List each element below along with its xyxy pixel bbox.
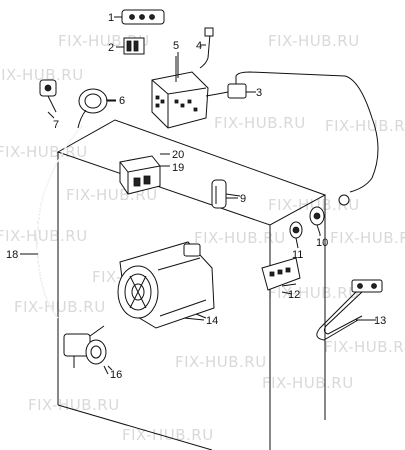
watermark: FIX-HUB.RU bbox=[0, 227, 88, 245]
part-fittings bbox=[289, 194, 350, 249]
callout-7: 7 bbox=[53, 119, 59, 131]
part-drain-pump bbox=[63, 325, 109, 375]
watermark: FIX-HUB.RU bbox=[194, 229, 286, 247]
watermark: FIX-HUB.RU bbox=[0, 66, 84, 84]
callout-10: 10 bbox=[316, 237, 328, 249]
callout-14: 14 bbox=[206, 315, 218, 327]
callout-1: 1 bbox=[108, 12, 114, 24]
watermark: FIX-HUB.RU bbox=[324, 338, 405, 356]
part-programmer-timer bbox=[151, 56, 209, 129]
callout-16: 16 bbox=[110, 369, 122, 381]
part-connector bbox=[116, 37, 145, 55]
watermark: FIX-HUB.RU bbox=[175, 353, 267, 371]
part-switch-block bbox=[114, 9, 165, 25]
part-suppressor-box bbox=[119, 153, 170, 195]
watermark: FIX-HUB.RU bbox=[28, 396, 120, 414]
callout-19: 19 bbox=[172, 162, 184, 174]
part-heating-element bbox=[316, 279, 383, 341]
callout-11: 11 bbox=[292, 249, 303, 261]
callout-2: 2 bbox=[108, 42, 114, 54]
part-motor bbox=[117, 241, 215, 329]
watermark: FIX-HUB.RU bbox=[14, 298, 106, 316]
part-valve bbox=[39, 79, 57, 113]
cabinet-outline bbox=[56, 119, 327, 450]
callout-12: 12 bbox=[288, 289, 300, 301]
callout-9: 9 bbox=[240, 193, 246, 205]
watermark: FIX-HUB.RU bbox=[0, 143, 88, 161]
part-terminal-board bbox=[261, 257, 301, 291]
watermark: FIX-HUB.RU bbox=[268, 196, 360, 214]
watermark: FIX-HUB.RU bbox=[122, 426, 214, 444]
watermark: FIX-HUB.RU bbox=[214, 114, 306, 132]
callout-6: 6 bbox=[119, 95, 125, 107]
leader-lines bbox=[47, 52, 321, 371]
callout-5: 5 bbox=[173, 40, 179, 52]
callout-18: 18 bbox=[6, 249, 18, 261]
part-hose bbox=[20, 125, 83, 319]
callout-13: 13 bbox=[374, 315, 386, 327]
callout-3: 3 bbox=[256, 87, 262, 99]
part-pressure-switch bbox=[77, 88, 116, 129]
watermark: FIX-HUB.RU bbox=[330, 229, 405, 247]
part-relay-with-cable bbox=[205, 71, 379, 193]
watermark: FIX-HUB.RU bbox=[262, 374, 354, 392]
part-sensor-lead bbox=[199, 27, 214, 69]
callout-labels: 1 2 3 4 5 6 7 9 10 11 12 13 14 16 18 19 … bbox=[6, 12, 386, 381]
watermark: FIX-HUB.RU bbox=[268, 284, 360, 302]
callout-4: 4 bbox=[196, 40, 202, 52]
callout-20: 20 bbox=[172, 149, 184, 161]
part-capacitor bbox=[211, 179, 241, 209]
watermark: FIX-HUB.RU bbox=[268, 32, 360, 50]
watermark: FIX-HUB.RU bbox=[325, 117, 405, 135]
